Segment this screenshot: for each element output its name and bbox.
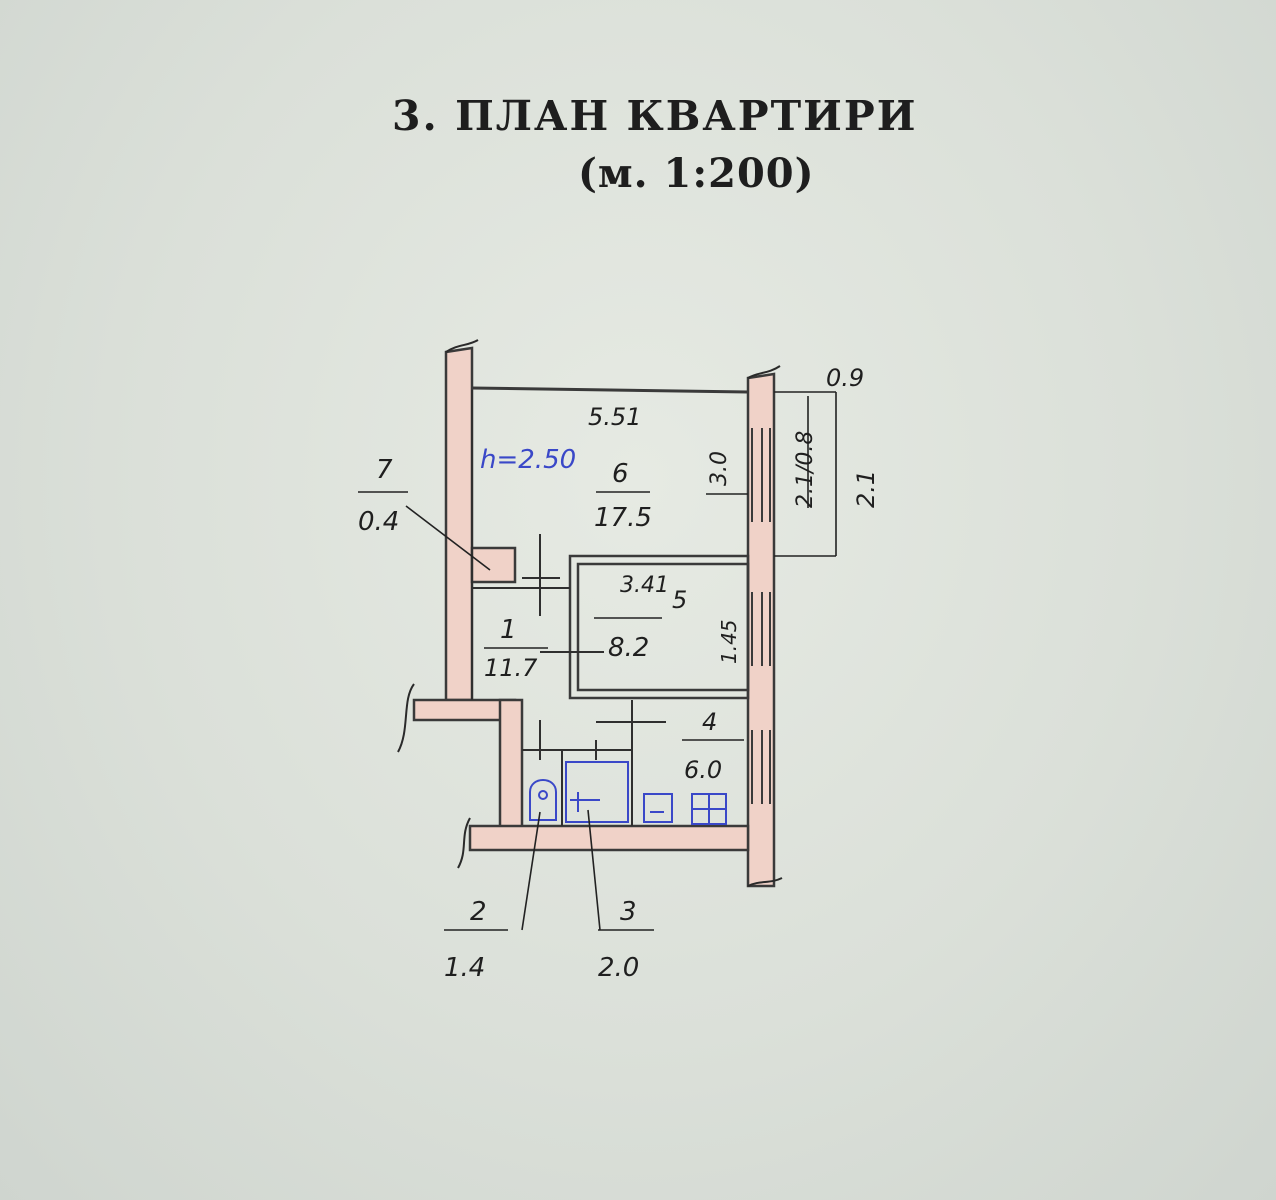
room7-number: 7 <box>376 455 393 485</box>
room2-area: 1.4 <box>444 953 485 983</box>
room6-width: 5.51 <box>588 403 641 431</box>
room3-number: 3 <box>620 897 637 927</box>
window-dims: 2.1/0.8 <box>793 431 818 508</box>
inner-vertical-wall <box>498 698 524 842</box>
fixtures <box>529 761 727 825</box>
dimension-lines <box>358 391 837 931</box>
room6-depth: 3.0 <box>707 451 732 486</box>
top-wall <box>471 386 749 394</box>
room5-width: 3.41 <box>620 573 669 598</box>
room3-area: 2.0 <box>598 953 639 983</box>
room5-wall-inner <box>576 562 750 692</box>
room1-area: 11.7 <box>484 654 538 682</box>
ceiling-height: h=2.50 <box>480 445 576 475</box>
balcony-depth: 2.1 <box>852 470 880 508</box>
left-wall <box>444 346 474 702</box>
room5-depth: 1.45 <box>717 619 741 664</box>
sink-icon <box>643 793 673 823</box>
bottom-wall <box>468 824 750 852</box>
windows <box>751 428 771 804</box>
room5-area: 8.2 <box>608 633 649 663</box>
partitions <box>471 390 666 826</box>
room5-number: 5 <box>672 586 687 614</box>
room4-area: 6.0 <box>684 756 722 784</box>
room4-number: 4 <box>702 708 717 736</box>
balcony-width: 0.9 <box>826 364 864 392</box>
room6-number: 6 <box>612 459 629 489</box>
break-marks <box>397 339 783 887</box>
room7-niche <box>470 546 517 584</box>
room2-number: 2 <box>470 897 487 927</box>
room5-wall-outer <box>568 554 750 700</box>
plan-scale: (м. 1:200) <box>578 150 815 197</box>
plan-title: 3. ПЛАН КВАРТИРИ <box>392 92 918 140</box>
toilet-icon <box>529 779 557 821</box>
room1-number: 1 <box>500 615 517 645</box>
room6-area: 17.5 <box>594 503 652 533</box>
room7-area: 0.4 <box>358 507 399 537</box>
bathtub-icon <box>565 761 629 823</box>
